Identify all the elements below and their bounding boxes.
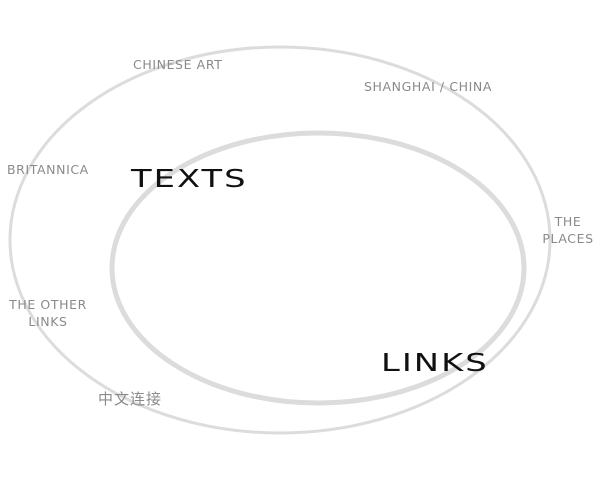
britannica-link[interactable]: BRITANNICA — [7, 162, 89, 177]
shanghai-china-link[interactable]: SHANGHAI / CHINA — [364, 79, 493, 94]
inner-orbit-ring — [109, 130, 527, 406]
the-other-links-line1: THE OTHER — [9, 297, 87, 312]
texts-link[interactable]: TEXTS — [131, 164, 248, 193]
the-other-links-line2: LINKS — [28, 314, 68, 329]
the-places-link[interactable]: THE PLACES — [537, 213, 599, 247]
the-other-links-link[interactable]: THE OTHER LINKS — [6, 296, 90, 330]
chinese-art-link[interactable]: CHINESE ART — [133, 57, 223, 72]
the-places-line2: PLACES — [542, 231, 594, 246]
outer-orbit-ring — [8, 45, 552, 435]
chinese-links-link[interactable]: 中文连接 — [98, 390, 163, 408]
links-link[interactable]: LINKS — [381, 348, 489, 377]
the-places-line1: THE — [554, 214, 582, 229]
